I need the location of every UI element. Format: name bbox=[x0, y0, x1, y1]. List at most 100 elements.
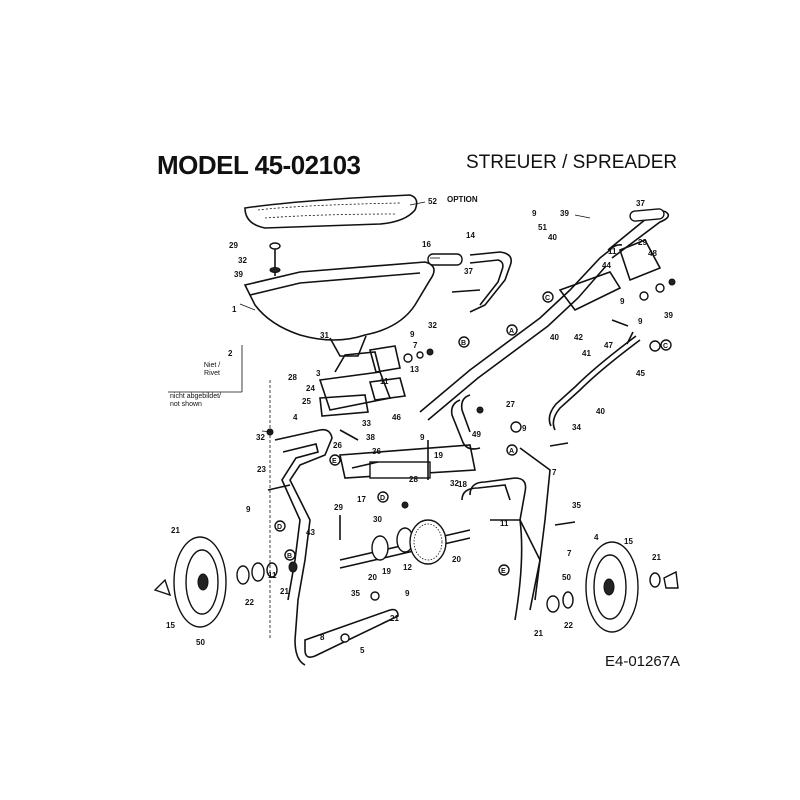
diagram-code: E4-01267A bbox=[605, 653, 681, 670]
nut-a bbox=[426, 348, 434, 356]
left-wheel-hub bbox=[197, 573, 209, 591]
callout-letter: D bbox=[380, 495, 385, 502]
part-number: 15 bbox=[166, 621, 175, 630]
bolt-29-left bbox=[451, 289, 481, 293]
part-number: 9 bbox=[638, 317, 643, 326]
hopper-rim bbox=[249, 272, 421, 296]
part-number: 28 bbox=[409, 475, 418, 484]
spreader-title: STREUER / SPREADER bbox=[466, 152, 678, 173]
part-number: 17 bbox=[357, 495, 366, 504]
lever-washer-a bbox=[655, 283, 665, 293]
part-number: 20 bbox=[452, 555, 461, 564]
hopper-bolt-head bbox=[269, 242, 281, 250]
part-number: 32 bbox=[428, 321, 437, 330]
part-number: 28 bbox=[288, 373, 297, 382]
circled-callouts: A B C C D D E E A B bbox=[274, 291, 672, 576]
part-number: 52 bbox=[428, 197, 437, 206]
callout-circle bbox=[329, 454, 341, 466]
part-number: 37 bbox=[464, 267, 473, 276]
part-number: 24 bbox=[306, 384, 315, 393]
right-leg-inner bbox=[461, 484, 511, 501]
bolt-head-19 bbox=[401, 501, 409, 509]
leader-lines bbox=[239, 201, 591, 640]
leader-line bbox=[239, 303, 256, 311]
part-number: 33 bbox=[362, 419, 371, 428]
bolt-7-right bbox=[554, 521, 576, 526]
part-number: 7 bbox=[413, 341, 418, 350]
part-number: 15 bbox=[624, 537, 633, 546]
part-number: 44 bbox=[602, 261, 611, 270]
gearbox-base bbox=[319, 394, 369, 417]
bolt-26 bbox=[339, 429, 359, 441]
part-number: 31 bbox=[320, 331, 329, 340]
axle-bracket bbox=[369, 461, 431, 479]
callout-circle bbox=[542, 291, 554, 303]
part-number: 29 bbox=[229, 241, 238, 250]
part-number: 11 bbox=[500, 519, 509, 528]
callout-circle bbox=[377, 491, 389, 503]
bolt-18 bbox=[351, 461, 379, 469]
left-wheel-spacer bbox=[251, 562, 265, 582]
part-number: 11 bbox=[380, 377, 389, 386]
drive-gear bbox=[409, 519, 447, 565]
nut-29-mid bbox=[476, 406, 484, 414]
part-number: 42 bbox=[574, 333, 583, 342]
right-leg-lower bbox=[490, 519, 523, 621]
part-number: 32 bbox=[238, 256, 247, 265]
right-wheel-spacer bbox=[546, 595, 560, 613]
part-number: 11 bbox=[608, 247, 617, 256]
part-number: 9 bbox=[405, 589, 410, 598]
left-wheel-bushing bbox=[266, 562, 278, 578]
part-number: 50 bbox=[196, 638, 205, 647]
control-rod-inner bbox=[548, 335, 637, 427]
part-number: 18 bbox=[458, 480, 467, 489]
part-number: 21 bbox=[390, 614, 399, 623]
part-number: 22 bbox=[564, 621, 573, 630]
left-leg-inner bbox=[281, 443, 319, 601]
part-number: 9 bbox=[410, 330, 415, 339]
crossbar-27-inner bbox=[460, 394, 471, 433]
part-number: 19 bbox=[434, 451, 443, 460]
part-number: 40 bbox=[596, 407, 605, 416]
axle-support bbox=[339, 444, 476, 479]
part-number: 39 bbox=[664, 311, 673, 320]
part-number: 19 bbox=[382, 567, 391, 576]
left-wheel-nut bbox=[288, 561, 298, 573]
part-number: 12 bbox=[403, 563, 412, 572]
leader-line bbox=[574, 214, 591, 219]
callout-circle bbox=[498, 564, 510, 576]
part-number: 45 bbox=[636, 369, 645, 378]
callout-circle bbox=[458, 336, 470, 348]
bolt-7-mid bbox=[549, 442, 569, 447]
part-number: 30 bbox=[373, 515, 382, 524]
axle-hub-a bbox=[371, 535, 389, 561]
callout-letter: D bbox=[277, 524, 282, 531]
adjust-bracket bbox=[368, 345, 401, 373]
part-number: 4 bbox=[293, 413, 298, 422]
callout-letter: B bbox=[461, 340, 466, 347]
part-number: 47 bbox=[604, 341, 613, 350]
part-number: 40 bbox=[550, 333, 559, 342]
control-bracket bbox=[558, 271, 622, 312]
part-number: 29 bbox=[638, 238, 647, 247]
part-number: 11 bbox=[268, 571, 277, 580]
part-number: 2 bbox=[228, 349, 233, 358]
callout-letter: C bbox=[663, 343, 668, 350]
callout-letter: C bbox=[545, 295, 550, 302]
model-title: MODEL 45-02103 bbox=[157, 150, 361, 180]
part-number: 38 bbox=[366, 433, 375, 442]
left-hubcap bbox=[153, 578, 172, 597]
part-number: 3 bbox=[316, 369, 321, 378]
part-number: 8 bbox=[320, 633, 325, 642]
bolt-41 bbox=[611, 319, 629, 327]
handle-tube-left-inner bbox=[469, 259, 504, 306]
handle-tube-left bbox=[469, 251, 513, 313]
part-number: 9 bbox=[620, 297, 625, 306]
part-number: 41 bbox=[582, 349, 591, 358]
part-number: 25 bbox=[302, 397, 311, 406]
brace-washer-b bbox=[340, 633, 350, 643]
part-number: 7 bbox=[567, 549, 572, 558]
washer-b bbox=[416, 351, 424, 359]
callout-letter: E bbox=[501, 568, 506, 575]
